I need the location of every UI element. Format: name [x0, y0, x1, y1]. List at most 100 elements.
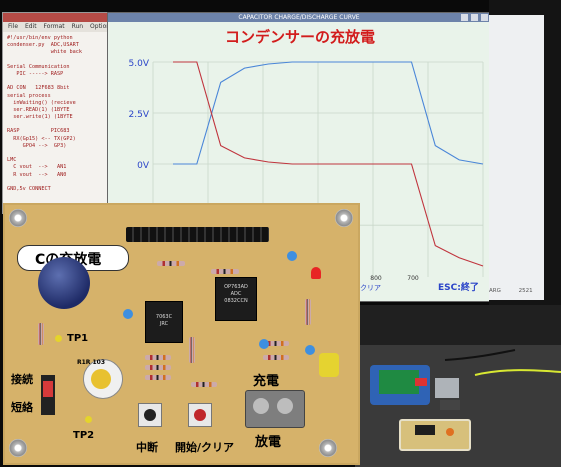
editor-menubar: File Edit Format Run Option — [3, 22, 111, 32]
menu-format[interactable]: Format — [43, 23, 65, 30]
resistor-9 — [305, 299, 311, 325]
start-clear-label: 開始/クリア — [175, 441, 235, 454]
clear-label[interactable]: クリア — [360, 284, 381, 292]
potentiometer-label: R1R 103 — [77, 359, 106, 366]
ic-right-text-2: ADC — [230, 291, 242, 297]
usb-plug — [415, 378, 427, 386]
code-line — [7, 121, 111, 128]
terminal-screw-1[interactable] — [253, 398, 269, 414]
ribbon-cable — [435, 378, 459, 398]
start-clear-button-cap[interactable] — [194, 409, 206, 421]
raspberry-pi-board — [379, 370, 419, 394]
code-line: condenser.py ADC,USART — [7, 42, 79, 49]
red-led — [311, 267, 321, 279]
tp2-label: TP2 — [73, 430, 95, 441]
ic-chip-left: 7063C JRC — [145, 301, 183, 343]
ic-left-text-1: 7063C — [155, 314, 173, 320]
potentiometer[interactable] — [83, 359, 123, 399]
resistor-6 — [191, 382, 217, 387]
code-line — [7, 179, 111, 186]
code-line: PIC -----> RASP — [7, 70, 64, 77]
code-line — [7, 57, 111, 64]
tp1-pin — [55, 335, 62, 342]
y-tick-label: 2.5V — [129, 110, 150, 120]
menu-run[interactable]: Run — [71, 23, 84, 30]
series-line-1 — [173, 61, 484, 267]
y-tick-label: 0V — [137, 161, 150, 171]
small-pcb-component — [446, 428, 454, 436]
code-line: white back — [7, 49, 82, 56]
connect-label: 接続 — [11, 373, 33, 386]
tp2-pin — [85, 416, 92, 423]
cable-connector — [440, 400, 460, 410]
code-line: RX(Gp15) <-- TX(GP2) — [7, 135, 76, 142]
chart-titlebar: CAPACITOR CHARGE/DISCHARGE CURVE — [108, 13, 490, 22]
resistor-8 — [263, 355, 289, 360]
taskbar-status: ARG 2521 — [489, 288, 549, 294]
x-tick-label: 700 — [407, 275, 419, 282]
resistor-11 — [38, 323, 44, 345]
raspberry-pi-setup — [370, 349, 561, 451]
code-line: LMC — [7, 157, 17, 164]
code-line: Serial Communication — [7, 63, 70, 70]
ic-right-text-3: 0832CCN — [224, 298, 248, 304]
stop-button-cap[interactable] — [144, 409, 156, 421]
x-tick-label: 800 — [370, 275, 382, 282]
ic-left-text-2: JRC — [159, 321, 169, 327]
ceramic-cap-2 — [123, 309, 133, 319]
esc-quit-label[interactable]: ESC:終了 — [438, 281, 479, 293]
yellow-wire — [474, 369, 561, 376]
background-window-right — [489, 15, 544, 300]
charge-label: 充電 — [253, 374, 280, 389]
terminal-screw-2[interactable] — [277, 398, 293, 414]
chart-heading: コンデンサーの充放電 — [225, 28, 375, 46]
stop-button[interactable] — [138, 403, 162, 427]
resistor-10 — [189, 337, 195, 363]
small-pcb-chip — [415, 425, 435, 435]
code-line: ser.write(1) (1BYTE — [7, 114, 73, 121]
ceramic-cap-1 — [287, 251, 297, 261]
code-line — [7, 193, 111, 200]
code-line: AD CON 12F683 8bit — [7, 85, 70, 92]
discharge-label: 放電 — [255, 435, 282, 450]
code-line: serial process — [7, 92, 51, 99]
editor-titlebar — [3, 13, 111, 22]
code-editor-window: File Edit Format Run Option #!/usr/bin/e… — [2, 12, 112, 214]
taskbar-text-1: ARG — [489, 288, 501, 294]
tp1-label: TP1 — [67, 333, 89, 344]
code-line: inWaiting() (recieve — [7, 99, 76, 106]
code-line: C vout --> AN1 — [7, 164, 67, 171]
menu-file[interactable]: File — [8, 23, 19, 30]
electrolytic-capacitor — [38, 257, 90, 309]
small-electrolytic-cap — [319, 353, 339, 377]
mount-hole-tl — [9, 209, 27, 227]
stop-label: 中断 — [136, 441, 158, 454]
slide-switch-knob[interactable] — [43, 381, 53, 397]
potentiometer-knob[interactable] — [91, 369, 111, 389]
resistor-4 — [145, 365, 171, 370]
maximize-icon[interactable] — [471, 14, 478, 21]
ceramic-cap-3 — [259, 339, 269, 349]
taskbar-text-2: 2521 — [518, 288, 533, 294]
menu-options[interactable]: Option — [90, 23, 111, 30]
menu-edit[interactable]: Edit — [24, 23, 37, 30]
resistor-1 — [157, 261, 185, 266]
code-line — [7, 150, 111, 157]
start-clear-button[interactable] — [188, 403, 212, 427]
series-line-0 — [173, 61, 484, 165]
minimize-icon[interactable] — [461, 14, 468, 21]
y-tick-label: 5.0V — [129, 59, 150, 69]
code-line — [7, 78, 111, 85]
ic-chip-right: OP763AD ADC 0832CCN — [215, 277, 257, 321]
close-icon[interactable] — [481, 14, 488, 21]
code-line: GND,5v CONNECT — [7, 185, 51, 192]
chart-window-title: CAPACITOR CHARGE/DISCHARGE CURVE — [238, 14, 360, 21]
code-line: GPO4 --> GP3) — [7, 142, 67, 149]
resistor-7 — [263, 341, 289, 346]
short-label: 短絡 — [11, 401, 33, 414]
resistor-3 — [145, 355, 171, 360]
pcb-board: Cの充放電 TP1 TP2 接続 短絡 R1R 103 7063C JRC OP… — [3, 203, 360, 465]
chart-marks: 5.0V 2.5V 0V 800 700 — [129, 59, 484, 282]
